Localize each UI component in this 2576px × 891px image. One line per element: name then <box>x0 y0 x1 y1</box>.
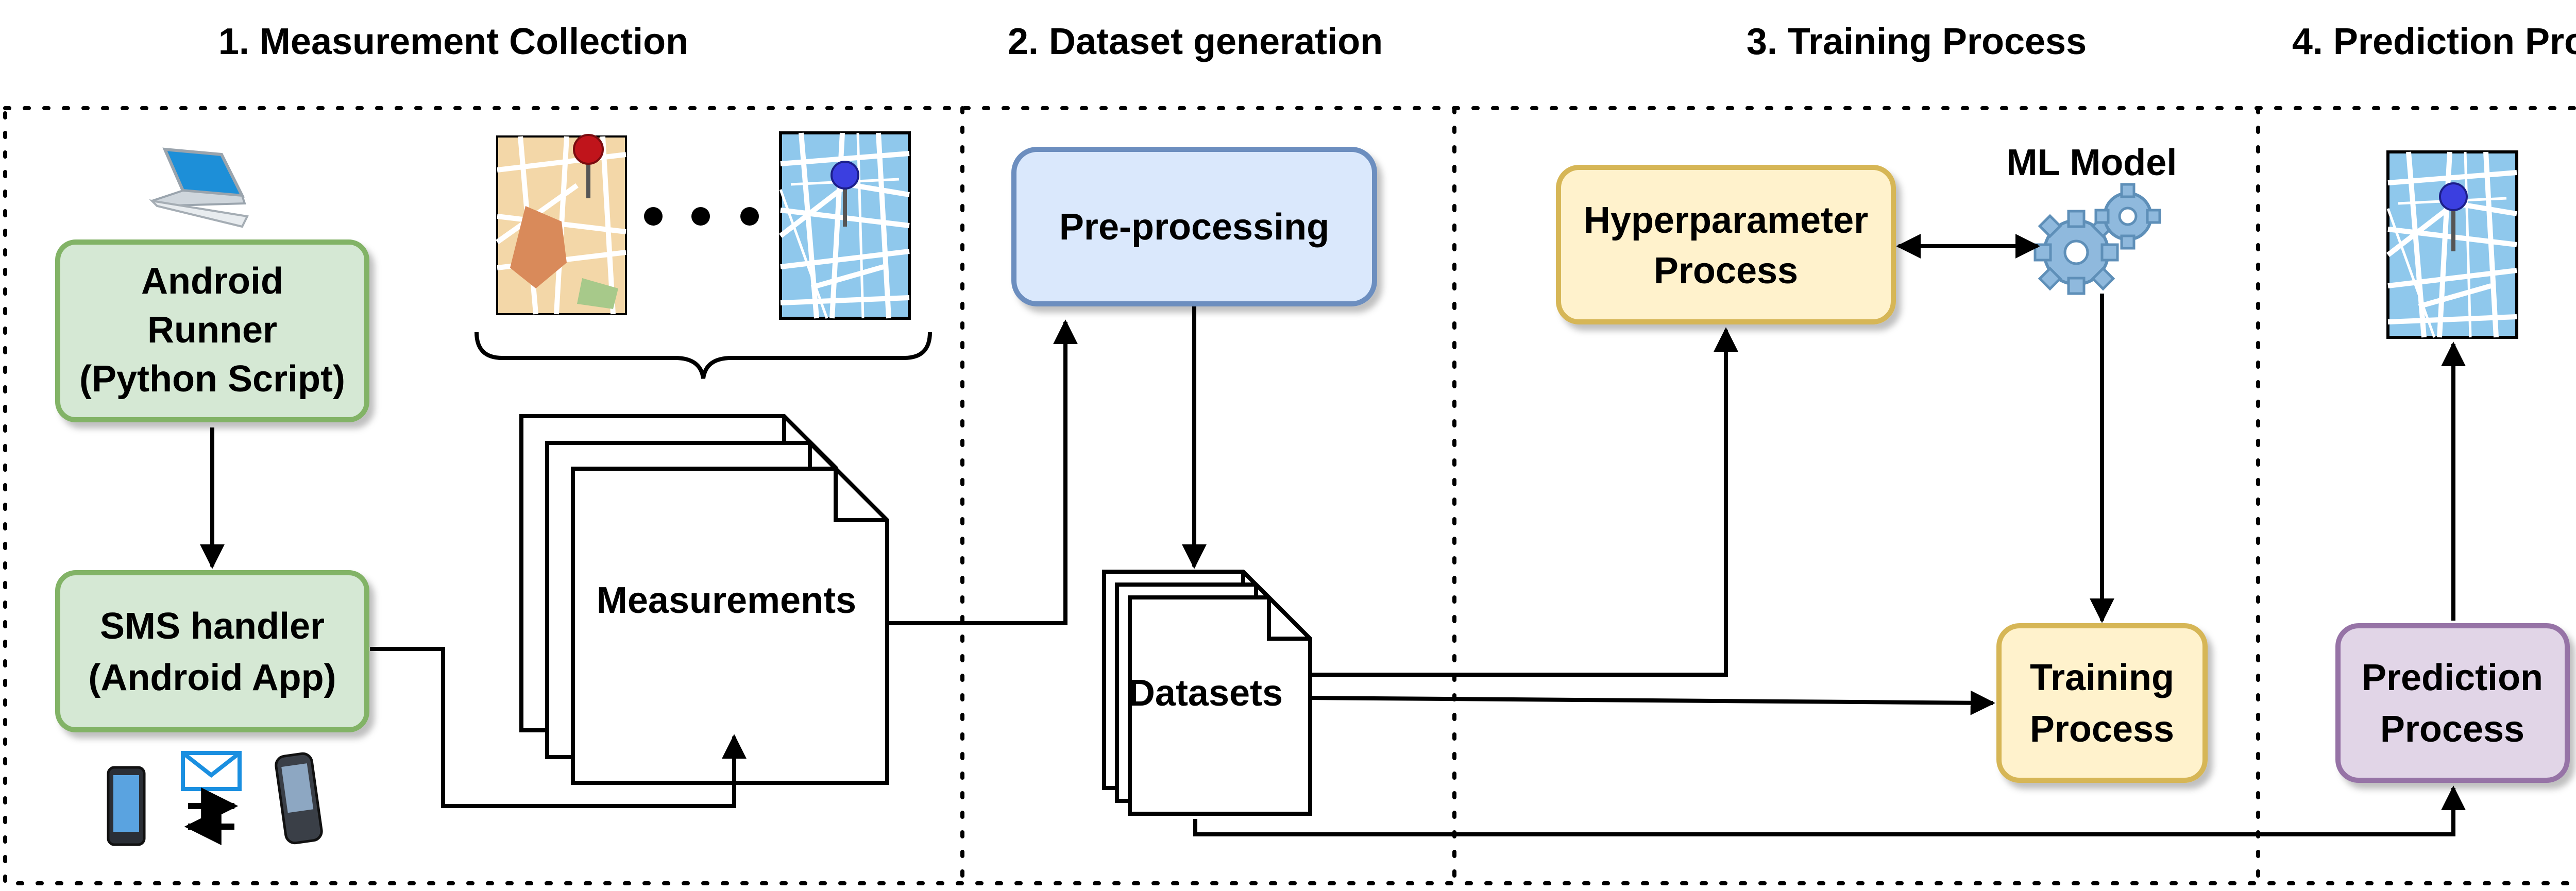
stage-title-training-process: 3. Training Process <box>1747 21 2087 62</box>
edge-measurements-to-preprocessing <box>887 319 1078 625</box>
map-pin-icon <box>831 161 859 227</box>
edge-datasets-to-prediction <box>1193 785 2466 836</box>
prediction-line2: Process <box>2380 709 2524 750</box>
measurements-node: Measurements <box>521 416 887 783</box>
hyperparameter-line1: Hyperparameter <box>1584 200 1868 241</box>
sms-handler-node: SMS handler (Android App) <box>55 570 369 732</box>
map-icon <box>496 135 627 315</box>
training-line1: Training <box>2030 657 2174 698</box>
laptop-icon <box>149 147 249 228</box>
android-runner-line3: (Python Script) <box>79 358 345 400</box>
training-line2: Process <box>2030 709 2174 750</box>
swap-arrows-icon <box>184 787 239 845</box>
preprocessing-label: Pre-processing <box>1059 207 1329 248</box>
envelope-icon <box>181 751 242 791</box>
brace <box>474 332 932 379</box>
phone-icon <box>275 752 323 845</box>
android-runner-line1: Android <box>141 261 283 302</box>
gears-icon <box>2033 183 2161 295</box>
ellipsis-dots <box>644 207 759 226</box>
edge-datasets-to-hyperparameter <box>1309 327 1738 677</box>
android-runner-node: Android Runner (Python Script) <box>55 239 369 422</box>
hyperparameter-line2: Process <box>1654 250 1798 292</box>
sms-handler-line1: SMS handler <box>100 606 325 647</box>
measurements-label: Measurements <box>597 580 856 621</box>
stage-title-measurement-collection: 1. Measurement Collection <box>218 21 688 62</box>
sms-handler-line2: (Android App) <box>88 657 336 698</box>
phone-icon <box>107 766 146 846</box>
edge-datasets-to-training <box>1308 690 1995 715</box>
datasets-node: Datasets <box>1104 572 1310 814</box>
stage-title-prediction-process: 4. Prediction Process <box>2292 21 2576 62</box>
stage-frames <box>3 106 2576 885</box>
ml-model-label: ML Model <box>2007 142 2177 183</box>
training-node: Training Process <box>1996 623 2208 783</box>
stage-title-dataset-generation: 2. Dataset generation <box>1008 21 1383 62</box>
android-runner-line2: Runner <box>147 310 277 351</box>
prediction-line1: Prediction <box>2362 657 2543 698</box>
edge-sms-to-measurements <box>370 647 747 808</box>
preprocessing-node: Pre-processing <box>1011 147 1377 306</box>
datasets-label: Datasets <box>1128 673 1283 714</box>
hyperparameter-node: Hyperparameter Process <box>1556 165 1896 324</box>
map-pin-icon <box>573 134 604 198</box>
map-pin-icon <box>2439 182 2468 251</box>
prediction-node: Prediction Process <box>2335 623 2570 783</box>
